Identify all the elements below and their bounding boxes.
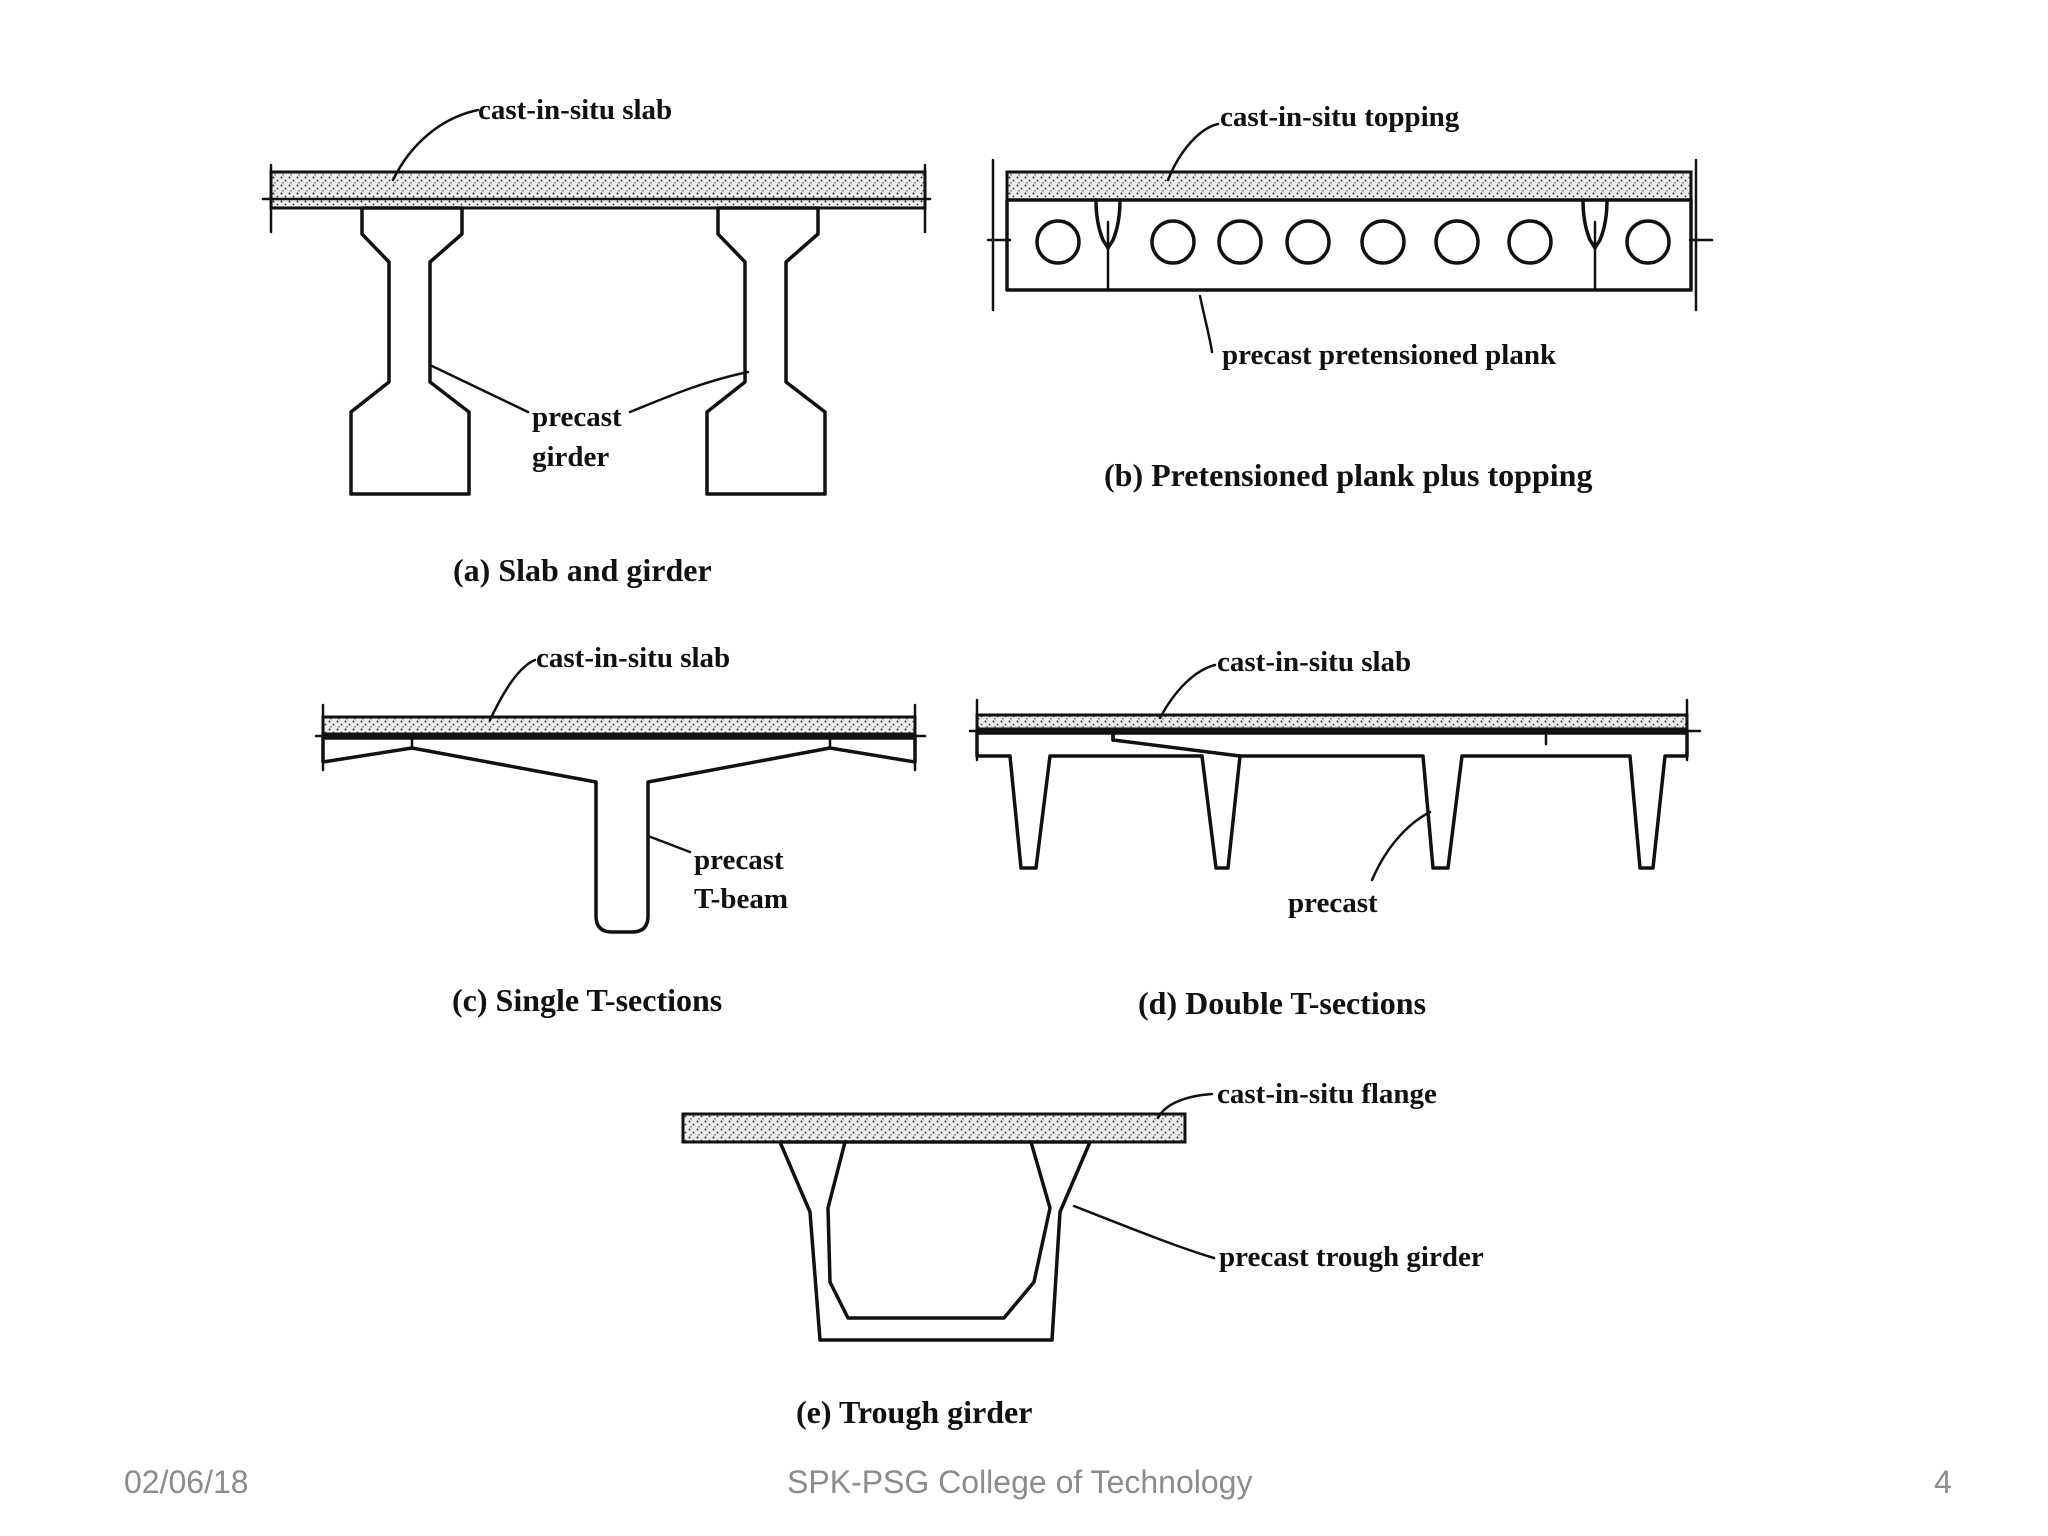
panel-d-cast-in-situ-slab [975,713,1689,731]
panel-d-slab-leader [1158,663,1217,720]
panel-c-slab-leader [488,658,537,722]
panel-a-girder-label-line2: girder [532,441,609,473]
panel-b-grout-key-right [1581,198,1609,250]
panel-e-caption: (e) Trough girder [796,1394,1032,1430]
panel-c-beam-leader [646,834,692,854]
panel-a-precast-girder-left [349,206,471,496]
panel-c-beam-label-line2: T-beam [694,883,788,915]
panel-b-grout-key-left [1094,198,1122,250]
panel-a-girder-leader-left [430,364,530,414]
panel-d-double-t-sections: cast-in-situ slab precast (d) Double T-s… [968,646,1702,1021]
panel-b-plank-label: precast pretensioned plank [1222,339,1557,371]
panel-d-precast-leader [1370,810,1432,882]
panel-e-flange-leader [1156,1092,1214,1120]
footer-page-number: 4 [1934,1464,1952,1500]
footer-institution: SPK-PSG College of Technology [787,1464,1253,1500]
panel-a-slab-leader [391,108,480,182]
panel-a-girder-leader-right [628,370,750,414]
panel-e-cast-in-situ-flange [681,1112,1187,1144]
panel-e-girder-label: precast trough girder [1219,1241,1484,1273]
footer-date: 02/06/18 [124,1464,249,1500]
panel-b-cast-in-situ-topping [1005,170,1693,202]
panel-b-plank-leader [1198,294,1214,354]
panel-d-precast-double-t-left [975,731,1242,870]
panel-d-slab-label: cast-in-situ slab [1217,646,1411,678]
panel-d-precast-double-t-right [1111,731,1689,870]
panel-e-trough-void [826,1140,1052,1320]
panel-a-girder-label-line1: precast [532,401,622,433]
panel-c-single-t-sections: cast-in-situ slab precast T-beam (c) Sin… [314,642,927,1018]
panel-b-plank-voids [1035,219,1671,265]
panel-a-slab-label: cast-in-situ slab [478,94,672,126]
panel-b-topping-leader [1166,122,1220,182]
panel-c-slab-label: cast-in-situ slab [536,642,730,674]
panel-c-precast-t-beam [321,736,917,934]
panel-e-precast-trough-girder [778,1140,1092,1342]
panel-b-plank-plus-topping: cast-in-situ topping precast pretensione… [986,101,1714,493]
panel-e-girder-leader [1072,1204,1216,1260]
panel-a-caption: (a) Slab and girder [453,552,712,588]
panel-d-caption: (d) Double T-sections [1138,985,1426,1021]
panel-b-precast-plank [1005,198,1693,292]
panel-a-slab-and-girder: cast-in-situ slab precast girder (a) Sla… [261,94,932,588]
panel-c-cast-in-situ-slab [321,715,917,736]
panel-a-precast-girder-right [705,206,827,496]
panel-c-beam-label-line1: precast [694,844,784,876]
panel-e-flange-label: cast-in-situ flange [1217,1078,1437,1110]
panel-d-precast-label: precast [1288,887,1378,919]
panel-e-trough-girder: cast-in-situ flange precast trough girde… [681,1078,1484,1430]
panel-c-caption: (c) Single T-sections [452,982,722,1018]
panel-b-topping-label: cast-in-situ topping [1220,101,1460,133]
panel-a-cast-in-situ-slab [269,170,927,210]
panel-b-caption: (b) Pretensioned plank plus topping [1104,457,1592,493]
